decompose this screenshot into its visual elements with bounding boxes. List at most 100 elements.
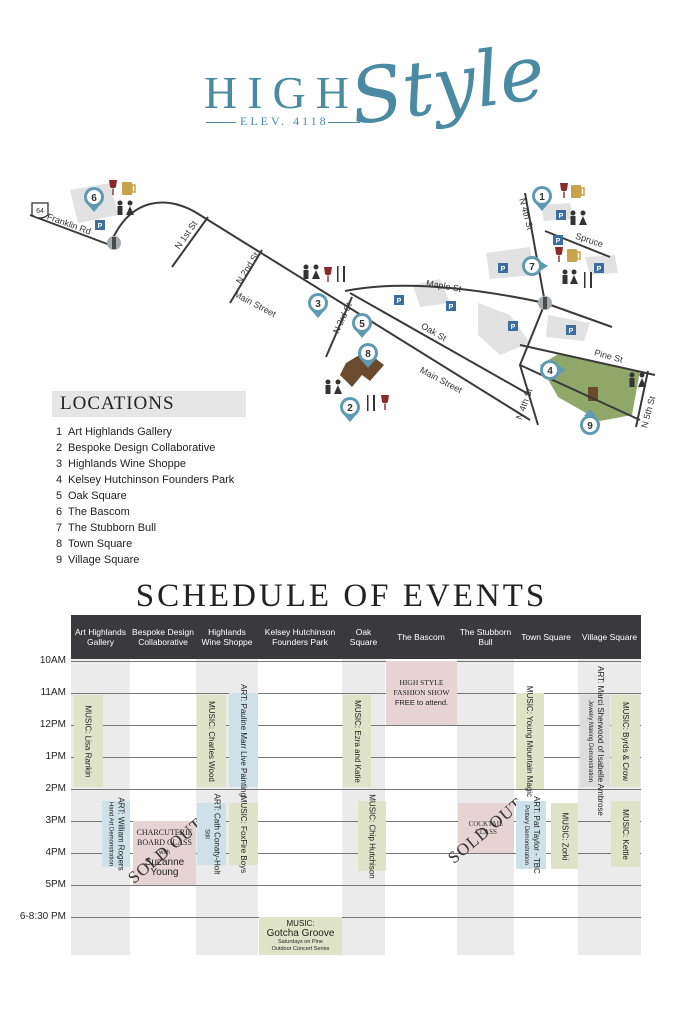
parking-icon: P [394, 295, 404, 305]
time-label: 1PM [45, 751, 66, 762]
logo-style-script: Style [344, 26, 551, 143]
column-header: Highlands Wine Shoppe [201, 627, 253, 647]
time-label: 2PM [45, 783, 66, 794]
location-marker-2[interactable]: 2 [340, 397, 360, 422]
wine-icon [109, 180, 117, 195]
restroom-icon [117, 200, 134, 215]
svg-text:P: P [397, 298, 402, 305]
logo-rule-right [328, 122, 360, 123]
hour-line [71, 885, 641, 886]
column-header: The Bascom [397, 632, 445, 642]
parking-icon: P [95, 220, 105, 230]
event-block[interactable]: MUSIC: Kettle [611, 801, 640, 867]
location-marker-6[interactable]: 6 [84, 187, 104, 212]
event-block[interactable]: CHARCUTERIE BOARD CLASS with Suzanne You… [133, 821, 196, 885]
event-block[interactable]: MUSIC: Gotcha Groove Saturdays on Pine O… [259, 917, 342, 955]
hour-line [71, 693, 641, 694]
column-header: Oak Square [349, 627, 378, 647]
traffic-light-icon [107, 236, 121, 250]
food-icon [337, 266, 345, 282]
time-label: 10AM [39, 655, 66, 666]
wine-icon [324, 267, 332, 282]
svg-text:P: P [501, 266, 506, 273]
traffic-light-icon [538, 296, 552, 310]
highway-shield-icon: 64 [31, 202, 49, 219]
n-1st-st [171, 216, 209, 268]
event-block[interactable]: MUSIC: Byrds & Crow [611, 695, 640, 787]
food-icon [367, 395, 375, 411]
parking-icon: P [556, 210, 566, 220]
time-label: 4PM [45, 847, 66, 858]
location-marker-4[interactable]: 4 [540, 360, 566, 380]
event-block[interactable]: MUSIC: Ezra and Katie [343, 695, 371, 787]
main-street [109, 201, 531, 421]
n-5th-st [635, 370, 649, 428]
svg-text:64: 64 [36, 208, 44, 215]
event-block[interactable]: MUSIC: Lisa Rankin [74, 695, 103, 787]
event-block[interactable]: MUSIC: Charles Wood [197, 695, 226, 787]
beer-icon [571, 185, 585, 198]
location-marker-5[interactable]: 5 [352, 313, 372, 338]
location-marker-3[interactable]: 3 [308, 293, 328, 318]
event-map: 64 P P P P P P P P P [0, 175, 683, 445]
hour-line [71, 853, 641, 854]
event-block[interactable]: MUSIC: FoxFire Boys [229, 795, 258, 873]
event-block[interactable]: HIGH STYLE FASHION SHOW FREE to attend. [386, 661, 457, 725]
svg-text:5: 5 [359, 319, 365, 330]
restroom-icon [562, 269, 578, 284]
locations-title: LOCATIONS [52, 391, 246, 417]
location-marker-8[interactable]: 8 [358, 343, 378, 368]
map-streets: 64 P P P P P P P P P [29, 180, 656, 435]
parking-icon: P [553, 235, 563, 245]
hour-line [71, 661, 641, 662]
svg-text:P: P [511, 324, 516, 331]
n-3rd-st [325, 296, 353, 358]
park-gazebo [588, 387, 598, 401]
svg-text:1: 1 [539, 192, 545, 203]
logo-high-text: HIGH [204, 67, 359, 118]
beer-icon [567, 249, 581, 262]
time-label: 11AM [40, 687, 66, 698]
event-block[interactable]: MUSIC: Young Mountain Magic [516, 685, 544, 797]
n-4th-st [518, 192, 547, 426]
beer-icon [122, 182, 136, 195]
schedule-title: SCHEDULE OF EVENTS [135, 578, 548, 614]
event-block[interactable]: MUSIC: Zorki [551, 803, 578, 869]
high-style-logo: HIGH ELEV. 4118 Style [0, 27, 683, 180]
svg-text:P: P [559, 213, 564, 220]
pine-st [519, 344, 656, 376]
food-icon [584, 272, 592, 288]
svg-text:P: P [98, 223, 103, 230]
event-block[interactable]: MUSIC: Chip Hutchison [358, 794, 386, 878]
svg-text:9: 9 [587, 421, 593, 432]
event-block[interactable]: ART: Pauline Marr Live Painting [229, 684, 258, 796]
time-label: 12PM [39, 719, 66, 730]
hour-line [71, 789, 641, 790]
time-label: 3PM [45, 815, 66, 826]
restroom-icon [325, 379, 342, 394]
time-label: 5PM [45, 879, 66, 890]
svg-text:3: 3 [315, 299, 321, 310]
park-lower-edge [519, 364, 641, 421]
column-header: Kelsey Hutchinson Founders Park [264, 627, 336, 647]
parking-icon: P [594, 263, 604, 273]
parking-icon: P [566, 325, 576, 335]
location-marker-9[interactable]: 9 [580, 409, 600, 435]
column-header: Town Square [521, 632, 571, 642]
event-block[interactable]: COCKTAIL CLASS [458, 803, 514, 853]
svg-text:P: P [569, 328, 574, 335]
location-marker-7[interactable]: 7 [522, 256, 548, 276]
maple-st [344, 284, 546, 304]
svg-text:7: 7 [529, 262, 535, 273]
location-marker-1[interactable]: 1 [532, 185, 552, 211]
